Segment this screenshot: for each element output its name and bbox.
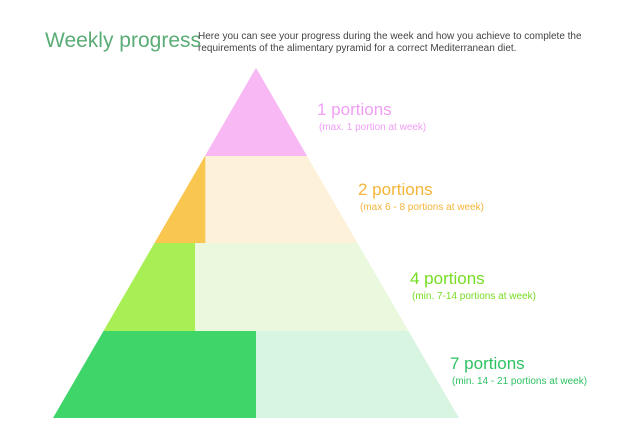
tier-protein-portions: 2 portions (358, 180, 433, 199)
tier-dairy-portions: 4 portions (410, 269, 485, 288)
page-title: Weekly progress (45, 29, 202, 52)
tier-sweets-label: 1 portions (max. 1 portion at week) (317, 100, 426, 134)
tier-dairy-limit: (min. 7-14 portions at week) (412, 291, 536, 302)
tier-protein-fill (154, 156, 206, 243)
tier-dairy-label: 4 portions (min. 7-14 portions at week) (410, 269, 536, 303)
tier-sweets-limit: (max. 1 portion at week) (319, 122, 427, 133)
tier-protein-limit: (max 6 - 8 portions at week) (360, 202, 484, 213)
tier-grains-label: 7 portions (min. 14 - 21 portions at wee… (450, 354, 587, 388)
tier-grains-fill (53, 331, 256, 418)
tier-sweets-portions: 1 portions (317, 100, 392, 119)
tier-grains-portions: 7 portions (450, 354, 525, 373)
tier-protein-label: 2 portions (max 6 - 8 portions at week) (358, 180, 484, 214)
tier-sweets-fill (205, 68, 307, 156)
tier-grains-limit: (min. 14 - 21 portions at week) (452, 376, 588, 387)
page-description: Here you can see your progress during th… (198, 31, 582, 54)
tier-dairy-fill (103, 243, 195, 331)
